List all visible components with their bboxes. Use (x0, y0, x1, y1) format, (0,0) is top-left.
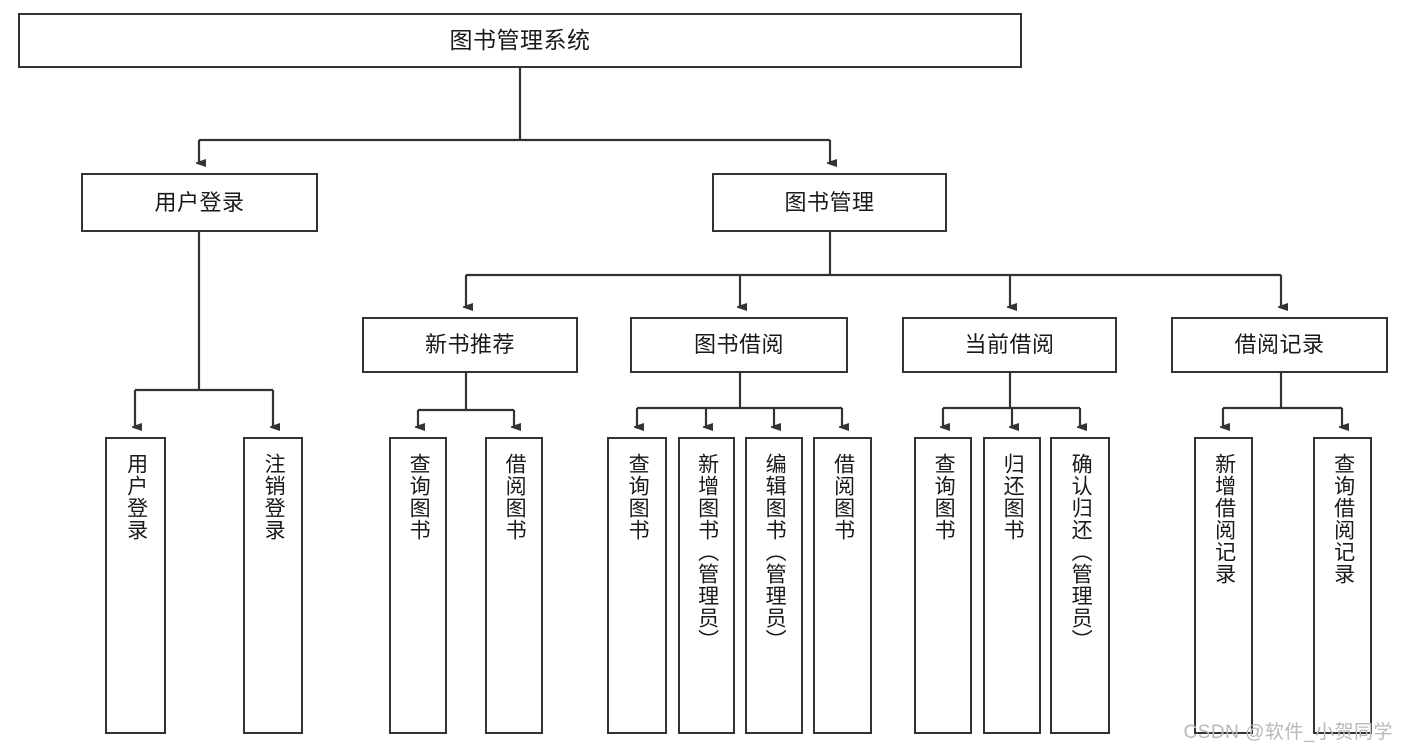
leaf-borrow-book-label: 借阅图书 (831, 453, 855, 541)
leaf-query-borrow-record-label: 查询借阅记录 (1331, 453, 1355, 585)
leaf-logout-login[interactable]: 注销登录 (243, 437, 303, 734)
leaf-add-book-admin[interactable]: 新增图书（管理员） (678, 437, 735, 734)
node-current-borrow[interactable]: 当前借阅 (902, 317, 1117, 373)
node-root-label: 图书管理系统 (449, 26, 591, 53)
leaf-return-book-label: 归还图书 (1001, 453, 1025, 541)
node-user-login-label: 用户登录 (154, 189, 245, 215)
node-current-borrow-label: 当前借阅 (964, 332, 1055, 358)
leaf-query-borrow-record[interactable]: 查询借阅记录 (1313, 437, 1372, 734)
leaf-query-book-borrow[interactable]: 查询图书 (607, 437, 667, 734)
node-book-borrow[interactable]: 图书借阅 (630, 317, 848, 373)
leaf-borrow-book[interactable]: 借阅图书 (813, 437, 872, 734)
leaf-query-book-borrow-label: 查询图书 (626, 453, 650, 541)
leaf-confirm-return-admin-label: 确认归还（管理员） (1069, 453, 1093, 651)
leaf-query-book-recommend[interactable]: 查询图书 (389, 437, 447, 734)
node-book-management-label: 图书管理 (784, 189, 875, 215)
leaf-query-book-recommend-label: 查询图书 (407, 453, 431, 541)
node-borrow-record[interactable]: 借阅记录 (1171, 317, 1388, 373)
leaf-confirm-return-admin[interactable]: 确认归还（管理员） (1050, 437, 1110, 734)
node-user-login[interactable]: 用户登录 (81, 173, 318, 232)
leaf-return-book[interactable]: 归还图书 (983, 437, 1041, 734)
csdn-watermark: CSDN @软件_小贺同学 (1183, 722, 1393, 743)
node-new-book-recommend[interactable]: 新书推荐 (362, 317, 578, 373)
node-root[interactable]: 图书管理系统 (18, 13, 1022, 68)
node-borrow-record-label: 借阅记录 (1234, 332, 1325, 358)
leaf-logout-login-label: 注销登录 (262, 453, 286, 541)
leaf-borrow-book-recommend[interactable]: 借阅图书 (485, 437, 543, 734)
leaf-borrow-book-recommend-label: 借阅图书 (503, 453, 527, 541)
leaf-add-borrow-record-label: 新增借阅记录 (1212, 453, 1236, 585)
node-book-borrow-label: 图书借阅 (693, 332, 784, 358)
node-new-book-recommend-label: 新书推荐 (424, 332, 515, 358)
leaf-user-login-label: 用户登录 (124, 453, 148, 541)
leaf-query-book-current[interactable]: 查询图书 (914, 437, 972, 734)
leaf-query-book-current-label: 查询图书 (932, 453, 956, 541)
leaf-add-borrow-record[interactable]: 新增借阅记录 (1194, 437, 1253, 734)
node-book-management[interactable]: 图书管理 (712, 173, 947, 232)
leaf-edit-book-admin[interactable]: 编辑图书（管理员） (745, 437, 803, 734)
leaf-add-book-admin-label: 新增图书（管理员） (695, 453, 719, 651)
leaf-edit-book-admin-label: 编辑图书（管理员） (763, 453, 787, 651)
leaf-user-login[interactable]: 用户登录 (105, 437, 166, 734)
